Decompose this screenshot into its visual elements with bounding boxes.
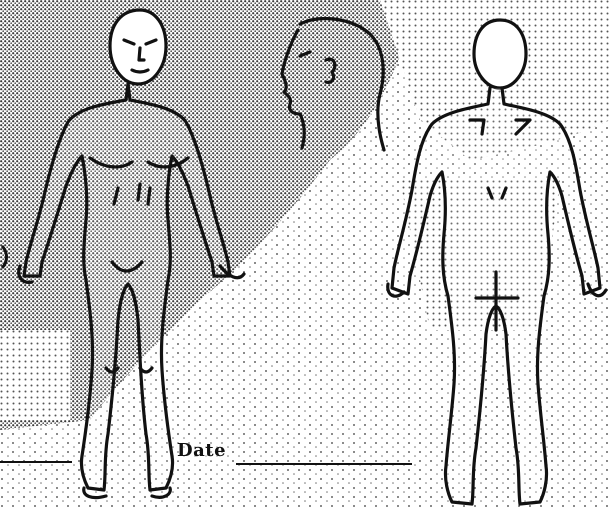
date-label: Date [177, 440, 226, 461]
signature-line [0, 461, 72, 463]
back-head [474, 20, 526, 88]
date-field-line[interactable] [236, 463, 412, 465]
halftone-lower-left [0, 330, 70, 420]
